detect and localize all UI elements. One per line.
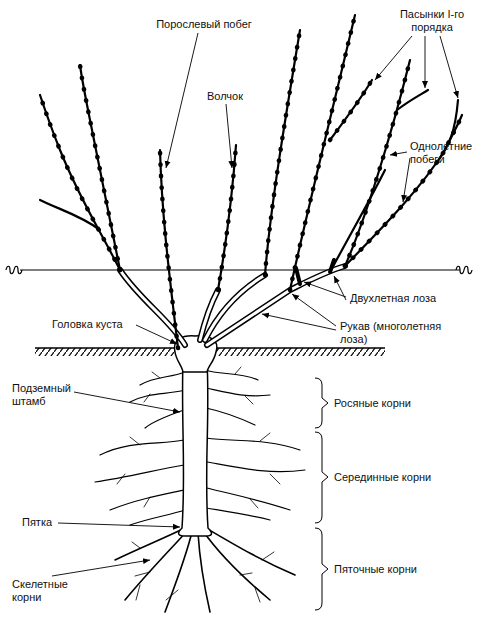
- canes-part: [160, 150, 178, 348]
- canes-part: [265, 30, 300, 275]
- shoot-label: Однолетние побеги: [410, 140, 476, 166]
- roots-part: [198, 533, 210, 612]
- bush-part-label: Пятка: [22, 516, 72, 529]
- root-label: Серединные корни: [334, 471, 464, 484]
- buds: [40, 15, 462, 348]
- canes-part: [218, 145, 236, 290]
- leader-lines-part: [375, 36, 412, 80]
- buds-part: [345, 115, 462, 266]
- root-brackets-part: [315, 378, 328, 428]
- canes: [40, 15, 462, 348]
- trellis-wire-part: [20, 269, 460, 270]
- leader-lines-part: [440, 36, 458, 98]
- roots-part: [206, 438, 300, 450]
- canes-part: [290, 15, 355, 290]
- bush-part-label: Головка куста: [52, 318, 142, 331]
- roots-part: [100, 440, 184, 455]
- roots-part: [110, 490, 184, 510]
- trunk: [174, 336, 216, 536]
- canes-part: [330, 170, 385, 272]
- root-brackets-part: [315, 528, 328, 610]
- buds-part: [40, 95, 120, 270]
- canes-part: [40, 200, 100, 230]
- roots-part: [140, 372, 185, 385]
- leader-lines-part: [304, 282, 346, 297]
- vine-label: Рукав (многолетняя лоза): [340, 320, 460, 346]
- roots-part: [206, 388, 270, 396]
- buds-part: [330, 80, 372, 140]
- roots-part: [130, 510, 185, 525]
- roots-part: [203, 531, 270, 600]
- leader-lines-part: [390, 152, 407, 155]
- buds-part: [218, 145, 236, 290]
- leader-lines-part: [58, 523, 180, 527]
- roots-part: [206, 408, 255, 425]
- roots-part: [145, 410, 184, 428]
- vine-label: Двухлетная лоза: [350, 292, 460, 305]
- root-label: Скелетные корни: [12, 578, 78, 604]
- leader-lines-part: [334, 276, 346, 300]
- canes-part: [345, 115, 462, 266]
- spurs-part: [296, 268, 300, 284]
- roots-part: [206, 528, 295, 575]
- roots-part: [207, 462, 305, 472]
- canes-part: [80, 65, 120, 270]
- roots-part: [95, 465, 184, 482]
- buds-part: [80, 65, 120, 270]
- arms-part: [205, 275, 265, 340]
- shoot-label: Пасынки I-го порядка: [392, 8, 472, 34]
- shoot-label: Порослевый побег: [148, 18, 260, 31]
- arms: [120, 266, 345, 345]
- leader-lines-part: [52, 560, 150, 576]
- trellis-wire-part: [6, 266, 22, 274]
- bush-part-label: Подземный штамб: [12, 382, 80, 408]
- leader-lines-part: [74, 392, 180, 412]
- buds-part: [160, 150, 178, 348]
- leader-lines-part: [425, 36, 426, 88]
- root-label: Росяные корни: [334, 397, 454, 410]
- buds-part: [290, 15, 355, 290]
- leader-lines-part: [226, 104, 232, 168]
- root-brackets-part: [315, 432, 328, 523]
- leader-lines-part: [403, 158, 410, 202]
- spurs: [296, 260, 334, 284]
- trellis-wire-part: [456, 266, 472, 274]
- leader-lines-part: [136, 325, 177, 344]
- root-brackets: [315, 378, 328, 610]
- shoot-label: Волчок: [200, 90, 250, 103]
- arms-inner-part: [205, 275, 265, 340]
- leader-lines: [52, 33, 458, 576]
- roots-part: [115, 528, 185, 560]
- leader-lines-part: [166, 33, 198, 168]
- root-label: Пяточные корни: [334, 563, 464, 576]
- leader-lines-part: [262, 314, 336, 330]
- arms-inner: [120, 266, 345, 345]
- roots-part: [205, 370, 258, 380]
- roots-part: [207, 488, 290, 510]
- buds-part: [265, 30, 300, 275]
- trellis-wire: [6, 266, 472, 274]
- canes-part: [40, 95, 120, 270]
- trunk-part: [179, 360, 212, 536]
- roots-part: [165, 532, 192, 612]
- roots-part: [206, 508, 270, 520]
- roots-part: [130, 390, 185, 402]
- leader-lines-part: [292, 294, 336, 326]
- roots-part: [132, 542, 274, 602]
